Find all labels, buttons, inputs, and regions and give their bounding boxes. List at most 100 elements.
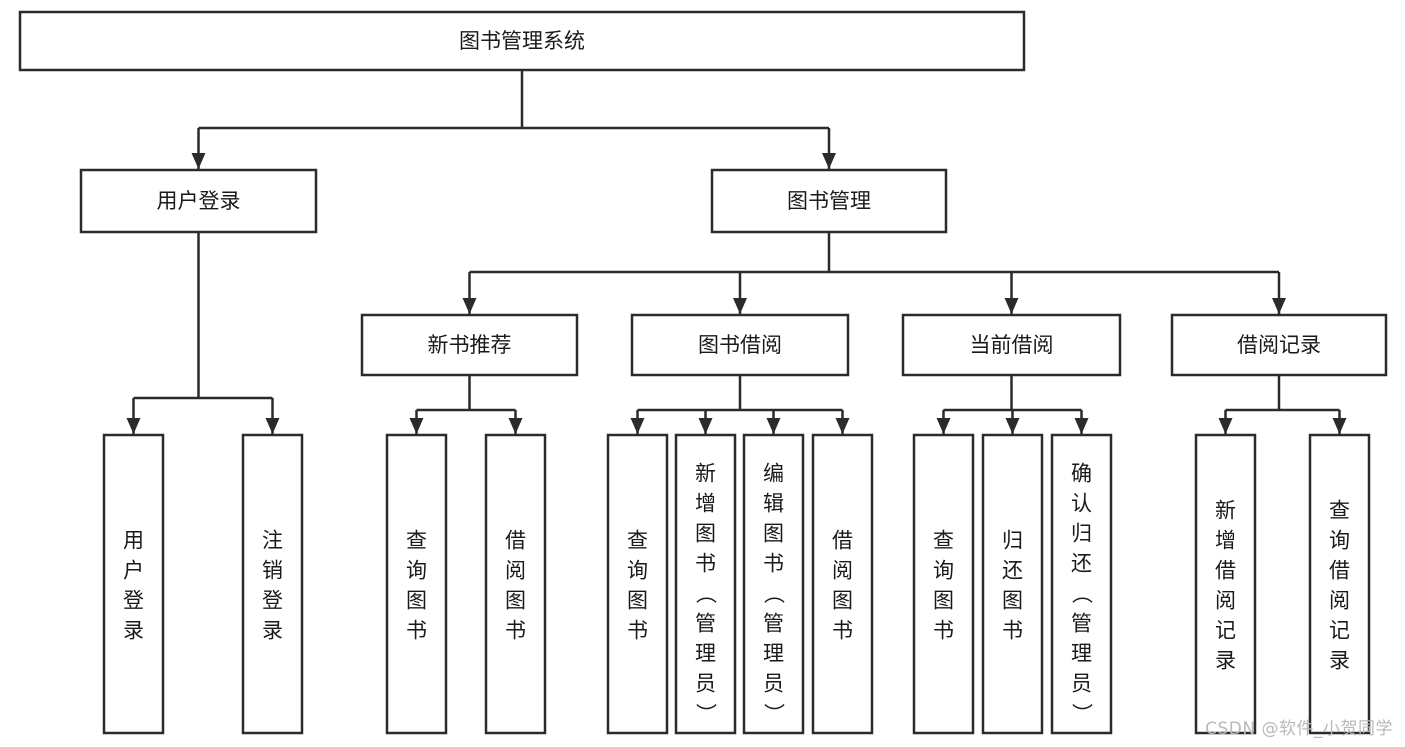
arrow-head-icon [1005,418,1020,434]
arrow-head-icon [1004,298,1019,314]
arrow-head-icon [733,298,747,314]
leaf-node-10-char: 认 [1071,491,1092,515]
node-book-management[interactable]: 图书管理 [710,168,948,234]
leaf-node-9-char: 图 [1002,588,1023,612]
leaf-node-11-char: 记 [1215,618,1236,642]
root-node-book-management-system[interactable]: 图书管理系统 [18,10,1026,72]
arrow-head-icon [822,153,836,169]
leaf-node-9-box [981,433,1044,735]
leaf-node-1-box [241,433,304,735]
leaf-node-1-char: 登 [262,588,283,612]
leaf-node-5-char: 图 [695,521,716,545]
arrow-head-icon [265,418,280,434]
leaf-node-11-char: 录 [1215,648,1236,672]
leaf-node-5-char: 理 [695,641,716,665]
arrow-head-icon [766,418,781,434]
leaf-node-5-char: ） [694,703,718,724]
leaf-node-5-char: （ [694,583,718,604]
node-level2-1-box [630,313,850,377]
leaf-node-1-char: 注 [262,528,283,552]
leaf-node-0-char: 登 [123,588,144,612]
leaf-node-3-char: 借 [505,528,526,552]
leaf-node-12-box [1308,433,1371,735]
arrow-head-icon [698,418,713,434]
leaf-node-10-char: 理 [1071,641,1092,665]
leaf-node-0[interactable]: 用户登录 [102,433,165,735]
leaf-node-6-box [742,433,805,735]
leaf-node-11-box [1194,433,1257,735]
leaf-node-2-char: 询 [406,558,427,582]
leaf-node-10-box [1050,433,1113,735]
leaf-node-6-char: 编 [763,461,784,485]
leaf-node-8-char: 询 [933,558,954,582]
node-level2-0[interactable]: 新书推荐 [360,313,579,377]
leaf-node-10-char: 管 [1071,611,1092,635]
leaf-node-6-char: 管 [763,611,784,635]
arrow-head-icon [462,298,477,314]
node-book-management-box [710,168,948,234]
node-level2-0-label: 新书推荐 [428,333,512,357]
arrow-head-icon [508,418,523,434]
leaf-node-5-char: 增 [695,491,716,515]
node-level2-1[interactable]: 图书借阅 [630,313,850,377]
leaf-node-8-char: 查 [933,528,954,552]
leaf-node-6-char: ） [762,703,786,724]
node-level2-2-box [901,313,1122,377]
arrow-head-icon [191,153,206,169]
leaf-node-6-char: （ [762,583,786,604]
leaf-node-7-char: 阅 [832,558,853,582]
leaf-node-9-char: 归 [1002,528,1023,552]
leaf-node-5-char: 书 [695,551,716,575]
leaf-node-3-char: 书 [505,618,526,642]
leaf-node-10-char: 确 [1071,461,1092,485]
leaf-node-10-char: 员 [1071,671,1092,695]
leaf-node-6-char: 辑 [763,491,784,515]
leaf-node-1-char: 销 [262,558,283,582]
leaf-node-2-box [385,433,448,735]
arrow-head-icon [1074,418,1089,434]
leaf-node-7-box [811,433,874,735]
leaf-node-9-char: 还 [1002,558,1023,582]
leaf-node-2-char: 查 [406,528,427,552]
node-level2-1-label: 图书借阅 [698,333,782,357]
leaf-node-9-char: 书 [1002,618,1023,642]
leaf-node-3-box [484,433,547,735]
node-level2-2[interactable]: 当前借阅 [901,313,1122,377]
leaf-node-1-char: 录 [262,618,283,642]
leaf-node-4-char: 询 [627,558,648,582]
leaf-node-10-char: 归 [1071,521,1092,545]
leaf-node-7-char: 书 [832,618,853,642]
leaf-node-0-char: 录 [123,618,144,642]
leaf-node-5-char: 新 [695,461,716,485]
root-node-book-management-system-box [18,10,1026,72]
node-level2-3-box [1170,313,1388,377]
leaf-node-0-char: 用 [123,528,144,552]
leaf-node-8-char: 图 [933,588,954,612]
arrow-head-icon [630,418,645,434]
leaf-node-12-char: 阅 [1329,588,1350,612]
leaf-node-6-char: 员 [763,671,784,695]
leaf-node-8-box [912,433,975,735]
node-user-login-label: 用户登录 [157,189,241,213]
leaf-node-2-char: 书 [406,618,427,642]
arrow-head-icon [835,418,850,434]
leaf-node-3-char: 图 [505,588,526,612]
node-level2-3[interactable]: 借阅记录 [1170,313,1388,377]
node-user-login[interactable]: 用户登录 [79,168,318,234]
node-level2-3-label: 借阅记录 [1237,333,1321,357]
leaf-node-12-char: 询 [1329,528,1350,552]
leaf-node-4-box [606,433,669,735]
